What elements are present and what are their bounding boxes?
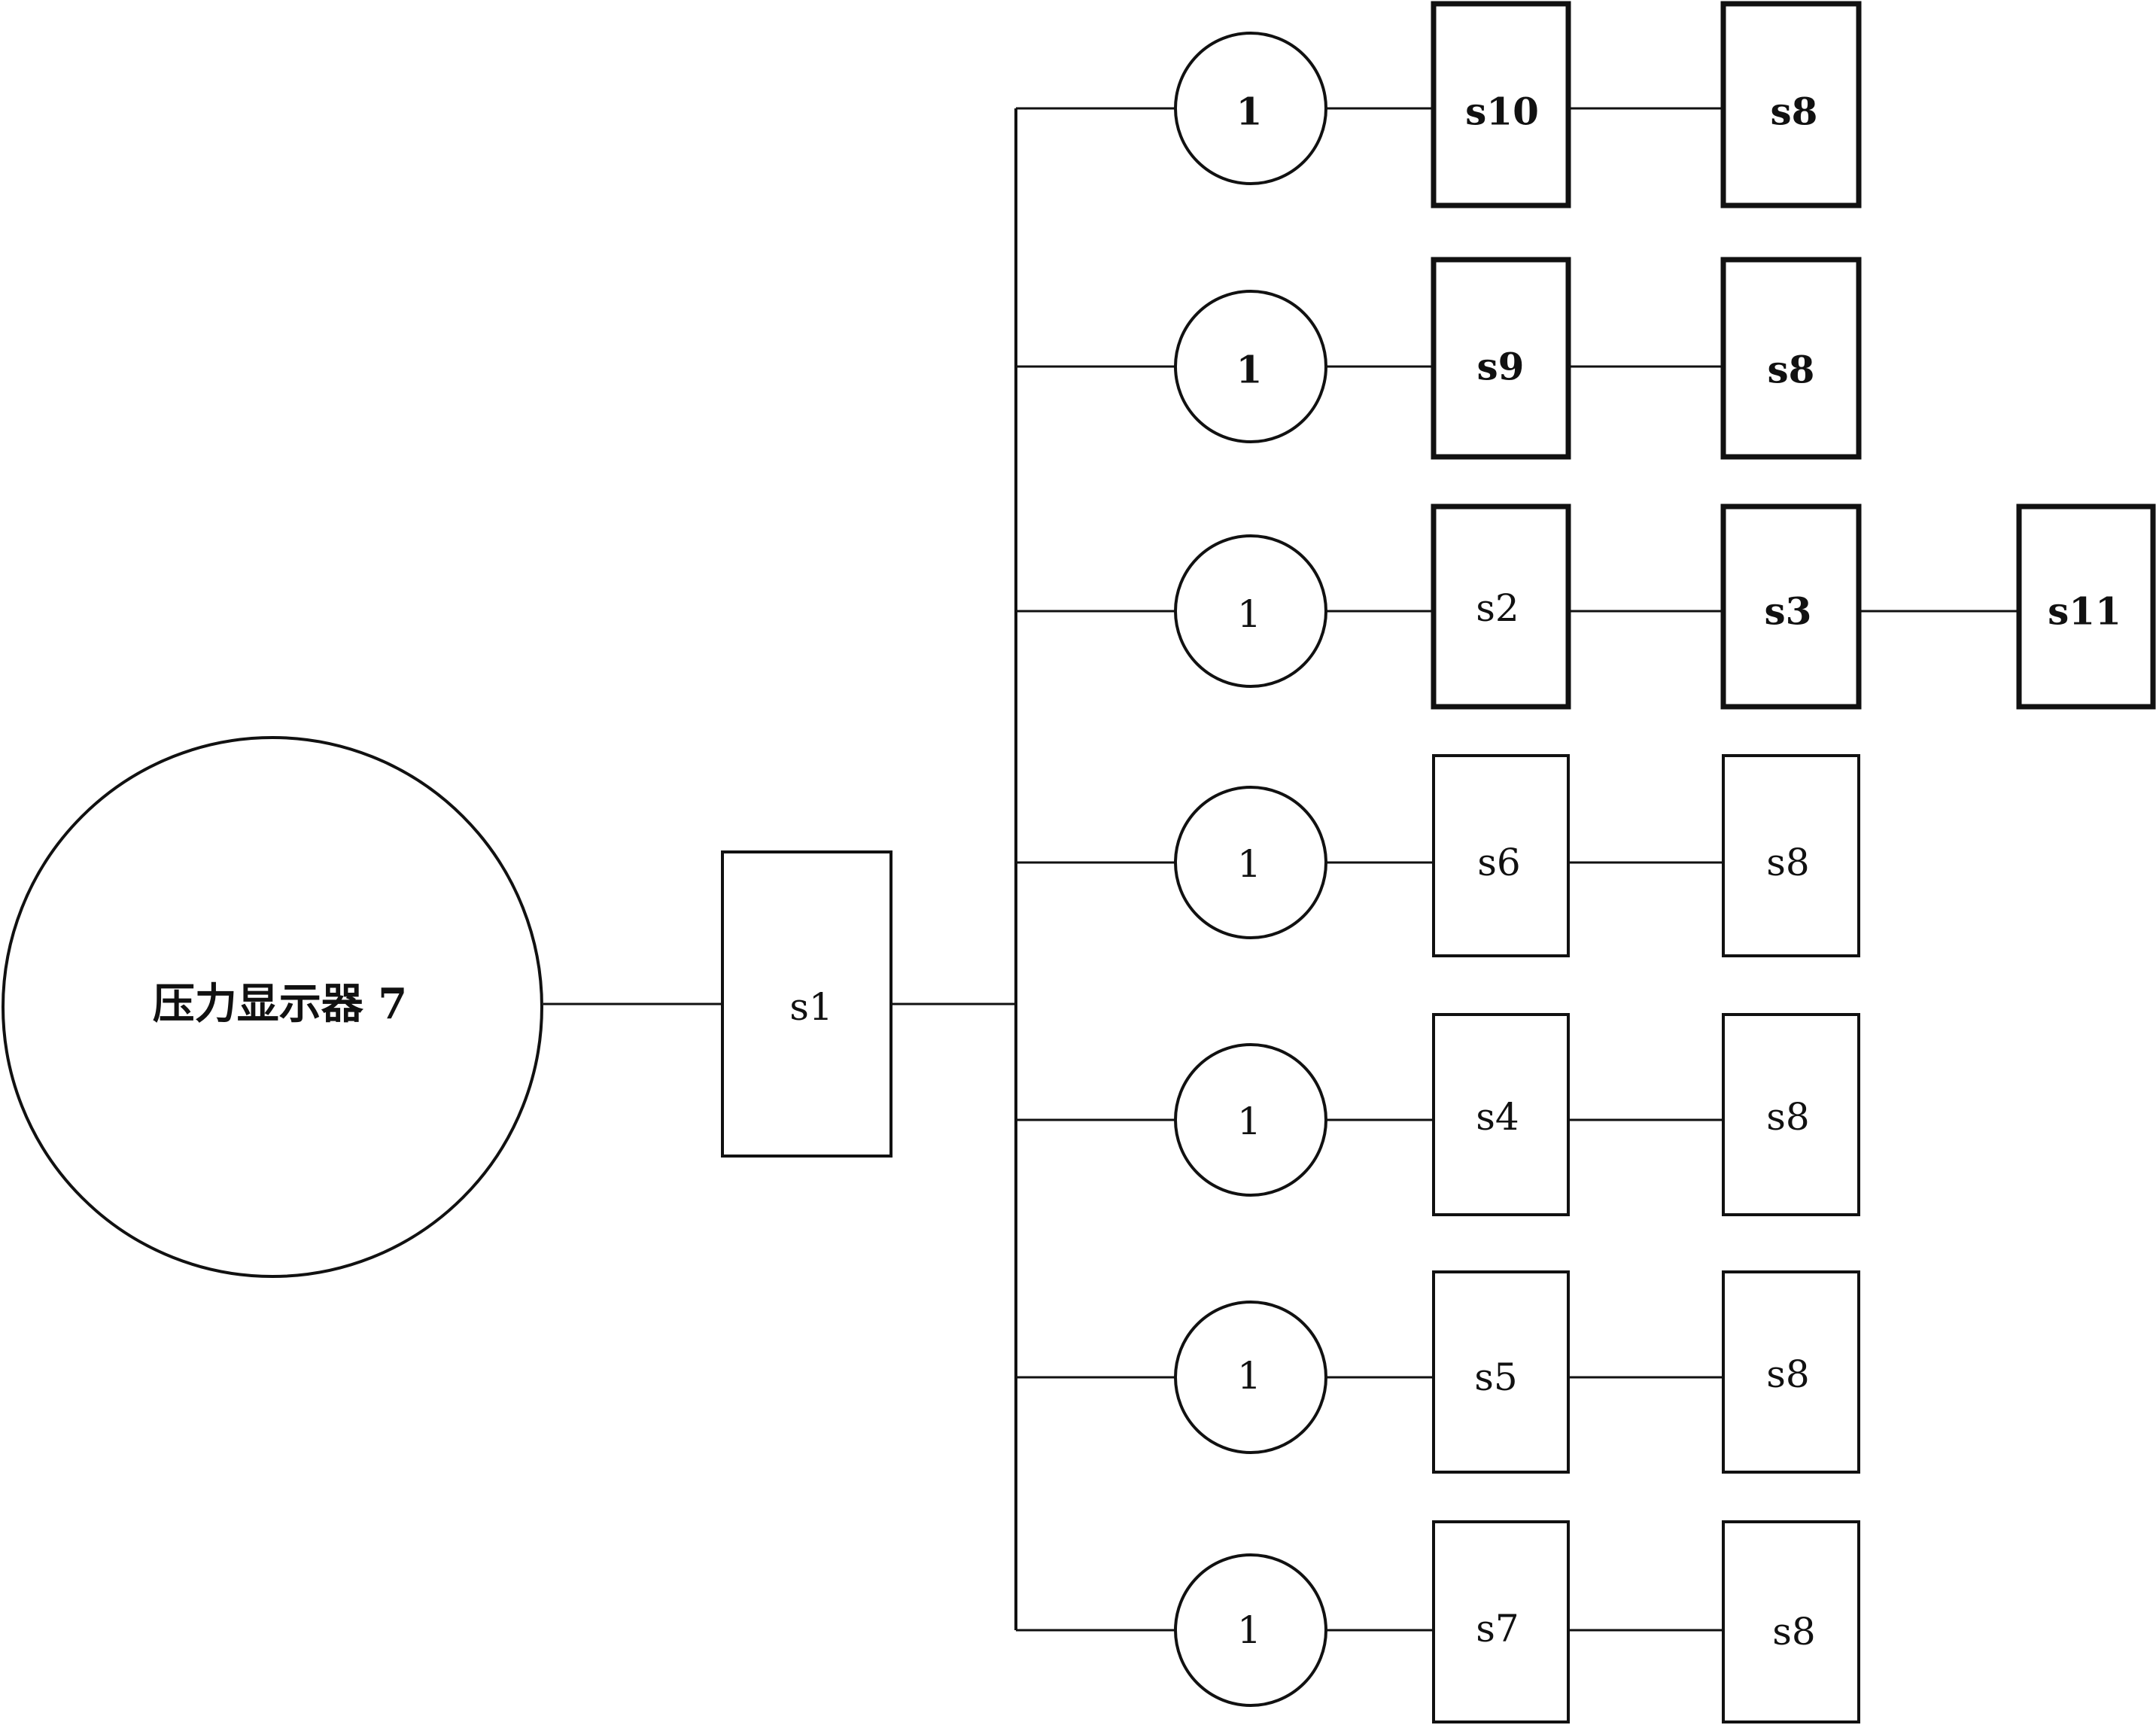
node-label: s3	[1765, 589, 1812, 634]
node-box	[1722, 754, 1860, 957]
sensor-label: 1	[1237, 842, 1261, 886]
sensor-label: 1	[1237, 592, 1261, 636]
sensor-label: 1	[1237, 1354, 1261, 1398]
node-box	[1720, 257, 1862, 460]
sensor-node	[1174, 1553, 1327, 1707]
node-label: s8	[1766, 841, 1809, 884]
node-box	[1722, 1520, 1860, 1723]
node-label: s8	[1772, 1610, 1815, 1654]
node-label: s11	[2048, 589, 2121, 634]
sensor-label: 1	[1236, 90, 1263, 134]
node-box	[1431, 504, 1571, 710]
sensor-node	[1174, 32, 1327, 185]
pressure-display: 压力显示器 7	[2, 736, 543, 1278]
node-label: s5	[1474, 1355, 1517, 1399]
node-box	[1431, 1, 1571, 208]
node-box	[1432, 1013, 1570, 1216]
node-label: s7	[1476, 1607, 1519, 1650]
branch-row: 1 s4 s8	[1174, 1013, 1860, 1216]
branch-row: 1 s2 s3 s11	[1174, 504, 2156, 710]
node-box	[1720, 504, 1862, 710]
hub-label: s1	[789, 985, 832, 1029]
node-label: s2	[1476, 586, 1519, 630]
sensor-node	[1174, 290, 1327, 443]
hub-node: s1	[721, 850, 893, 1158]
sensor-node	[1174, 1301, 1327, 1454]
pressure-display-label: 压力显示器 7	[153, 979, 407, 1029]
hub-box	[721, 850, 893, 1158]
node-box	[1432, 1270, 1570, 1474]
node-label: s8	[1768, 348, 1815, 392]
node-box	[1431, 257, 1571, 460]
node-label: s6	[1477, 841, 1520, 884]
connections	[543, 107, 2019, 1632]
node-box	[2016, 504, 2156, 710]
branch-row: 1 s5 s8	[1174, 1270, 1860, 1474]
node-box	[1722, 1270, 1860, 1474]
node-label: s10	[1465, 90, 1539, 134]
sensor-node	[1174, 534, 1327, 688]
node-label: s9	[1477, 345, 1525, 389]
branch-row: 1 s10 s8	[1174, 1, 1862, 208]
branch-row: 1 s7 s8	[1174, 1520, 1860, 1723]
sensor-label: 1	[1237, 1608, 1261, 1652]
branch-row: 1 s6 s8	[1174, 754, 1860, 957]
node-label: s8	[1771, 90, 1818, 134]
branch-row: 1 s9 s8	[1174, 257, 1862, 460]
sensor-node	[1174, 786, 1327, 939]
node-box	[1432, 1520, 1570, 1723]
node-box	[1720, 1, 1862, 208]
node-label: s8	[1766, 1095, 1809, 1139]
node-label: s4	[1476, 1095, 1519, 1139]
pressure-display-circle	[2, 736, 543, 1278]
node-label: s8	[1766, 1352, 1809, 1396]
node-box	[1432, 754, 1570, 957]
node-box	[1722, 1013, 1860, 1216]
sensor-label: 1	[1236, 348, 1263, 392]
sensor-node	[1174, 1043, 1327, 1197]
sensor-label: 1	[1237, 1100, 1261, 1143]
